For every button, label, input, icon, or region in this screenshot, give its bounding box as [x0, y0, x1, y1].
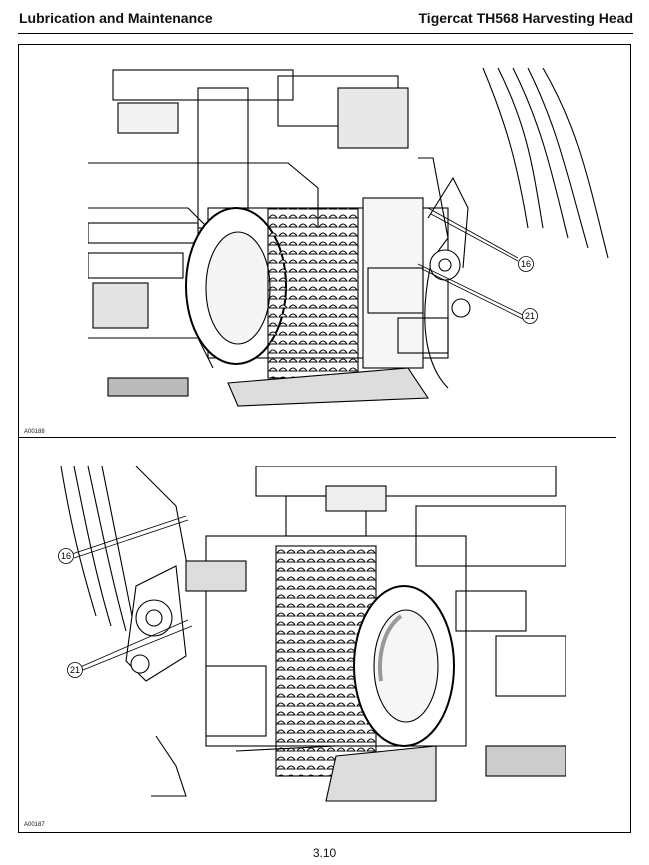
header-rule	[18, 33, 633, 34]
product-title: Tigercat TH568 Harvesting Head	[418, 10, 634, 26]
callout-16-top: 16	[521, 259, 531, 269]
callout-21-bottom: 21	[70, 665, 80, 675]
harvesting-head-illustration-top: 16 21	[88, 68, 609, 407]
harvesting-head-illustration-bottom: 16 21	[58, 466, 566, 802]
callout-21-top: 21	[525, 311, 535, 321]
callout-16-bottom: 16	[61, 551, 71, 561]
figure-code-bottom: A00187	[24, 822, 45, 828]
figure-divider	[18, 437, 616, 438]
figure-frame	[18, 44, 631, 833]
section-title: Lubrication and Maintenance	[19, 10, 213, 26]
figure-code-top: A00188	[24, 429, 45, 435]
page-number: 3.10	[312, 846, 337, 860]
